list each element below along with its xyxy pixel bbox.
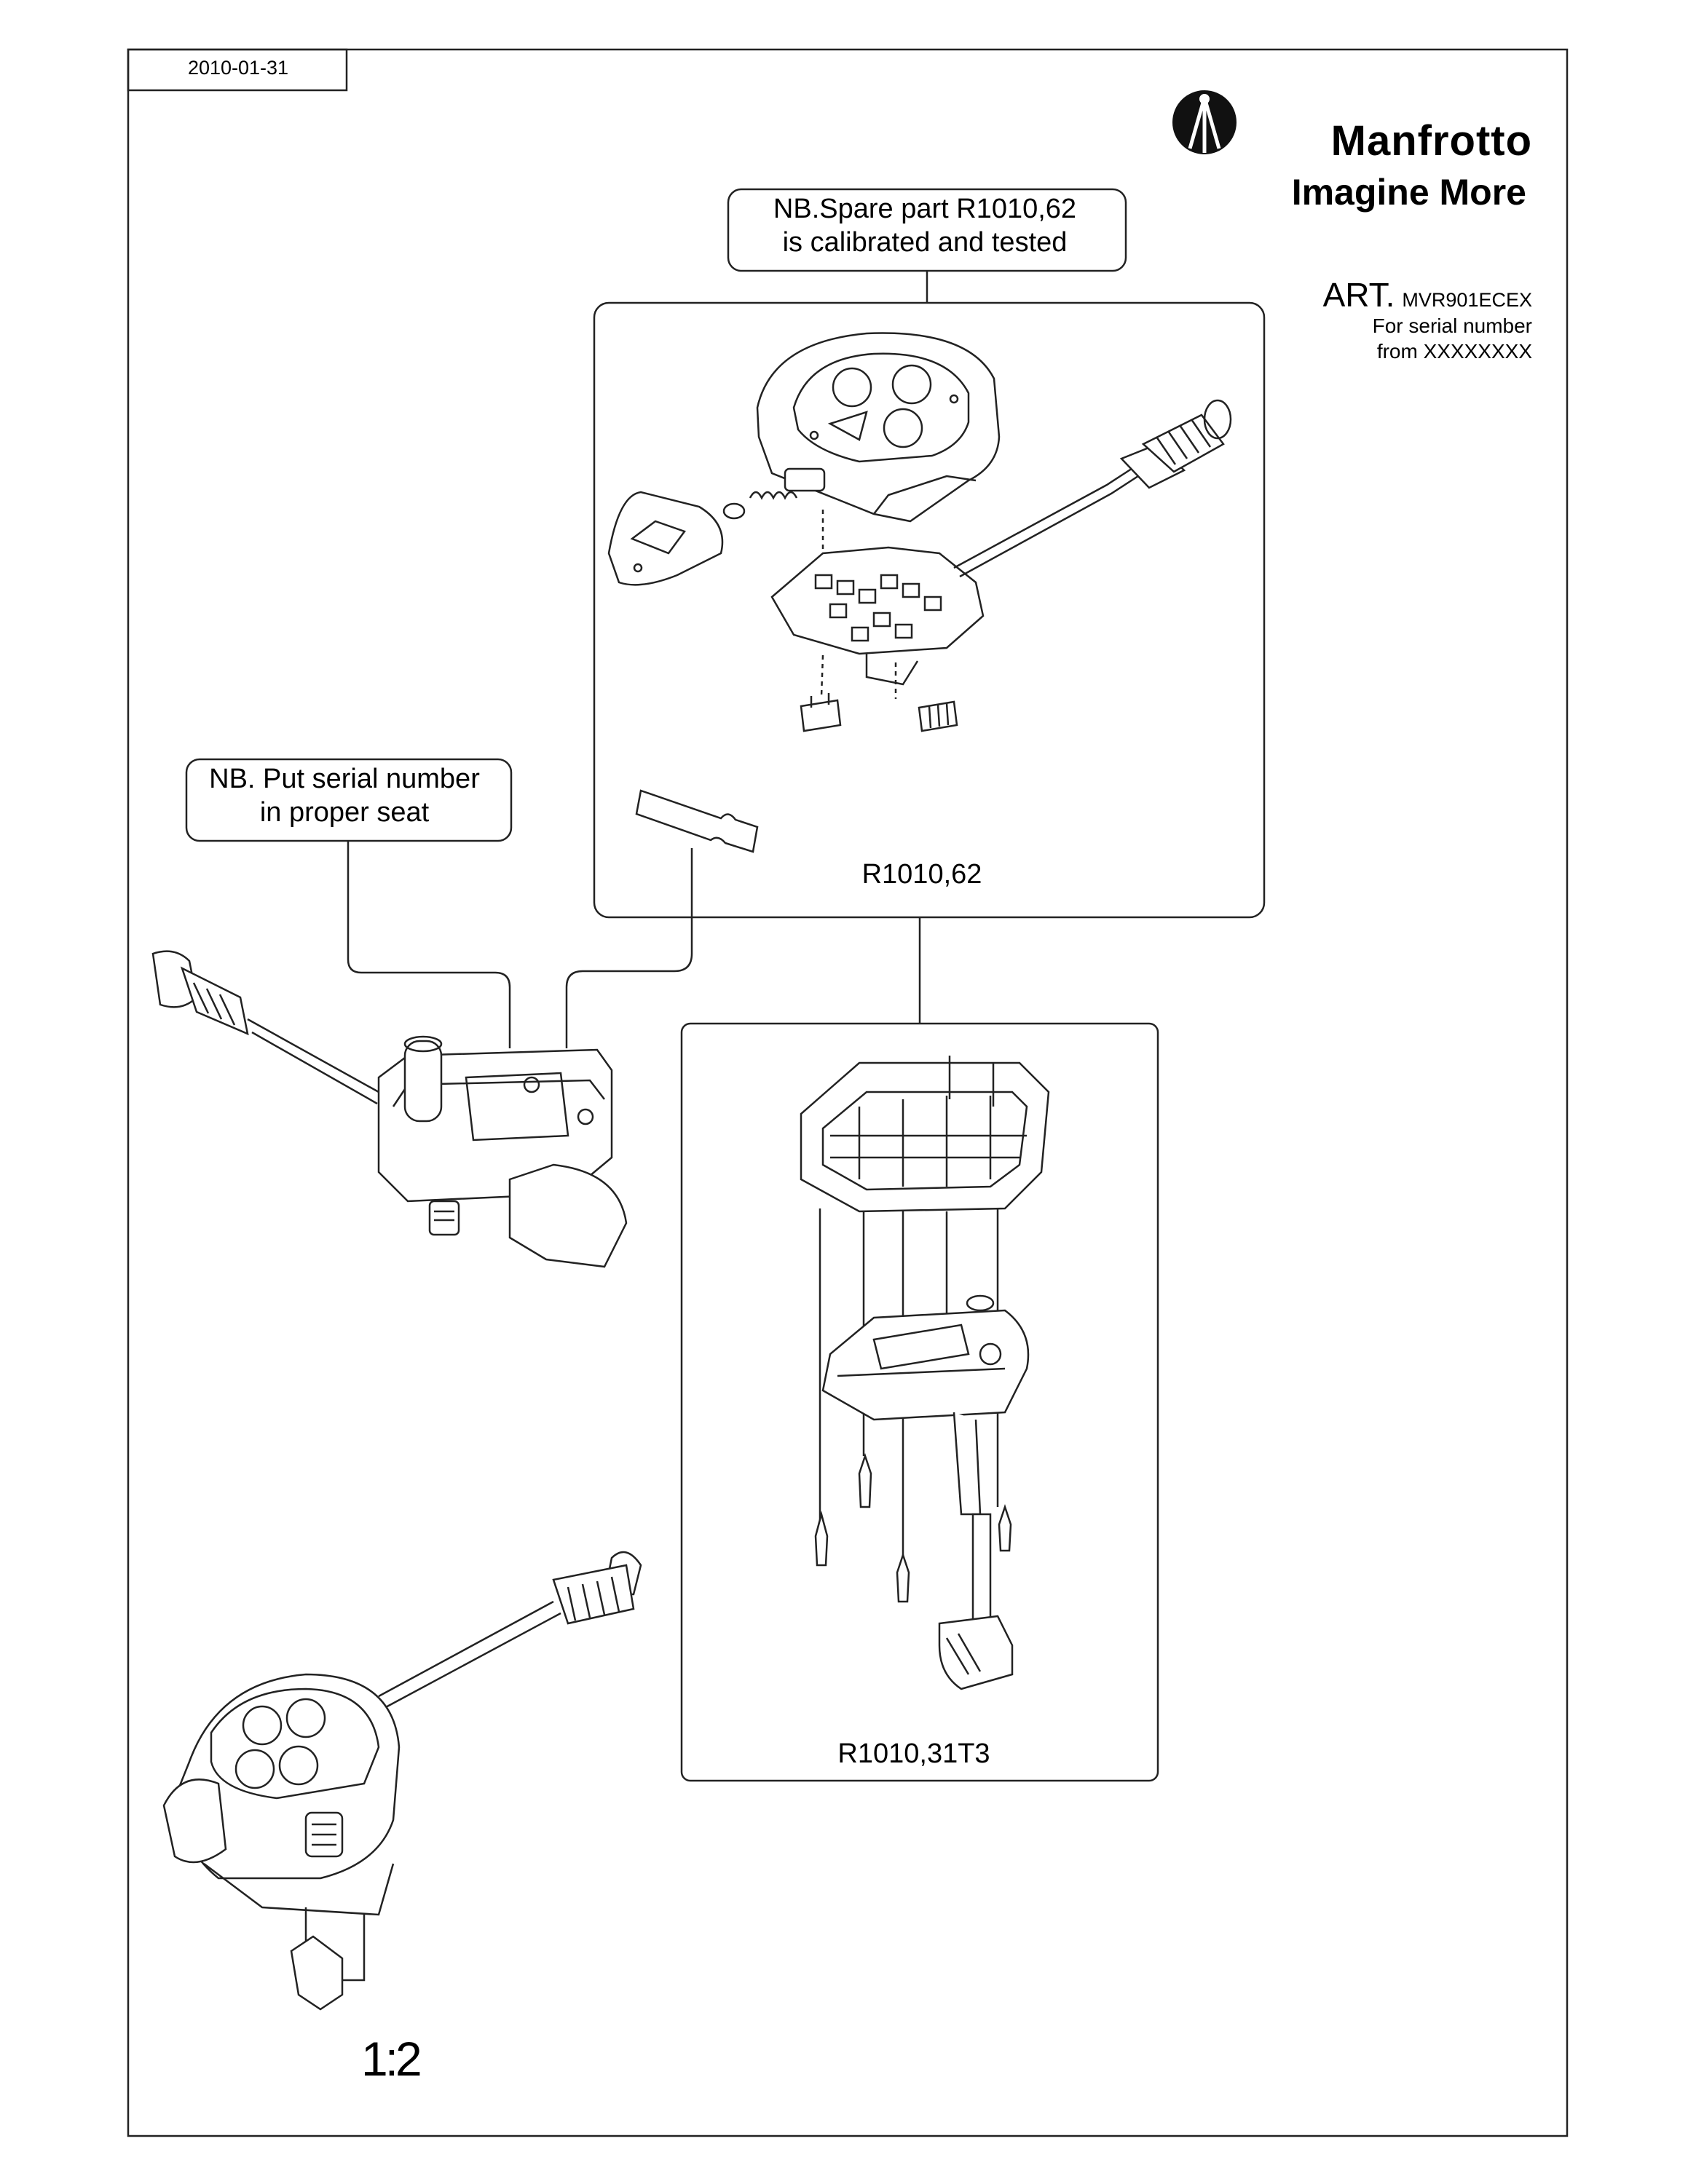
serial-seat-note-line-1: NB. Put serial number: [209, 764, 480, 794]
pcb-cable: [953, 399, 1232, 578]
brand-name: Manfrotto: [1330, 117, 1532, 165]
serial-seat-note: NB. Put serial number in proper seat: [188, 762, 501, 829]
side-paddle: [607, 491, 724, 586]
spare-part-note-line-2: is calibrated and tested: [782, 227, 1068, 258]
scale-label: 1:2: [361, 2032, 422, 2086]
date-box: [127, 48, 348, 92]
electronics-exploded-view: [607, 332, 1232, 853]
spare-part-note: NB.Spare part R1010,62 is calibrated and…: [728, 192, 1121, 259]
article-line: ART. MVR901ECEX: [1323, 275, 1532, 314]
spare-part-note-line-1: NB.Spare part R1010,62: [773, 194, 1077, 224]
manfrotto-tripod-logo: [1172, 90, 1237, 154]
serial-seat-note-line-2: in proper seat: [259, 797, 430, 828]
base-exploded-view: [800, 1056, 1050, 1690]
electronics-group-box: [593, 301, 1266, 919]
base-group-box: [680, 1022, 1159, 1782]
serial-note-line-1: For serial number: [1372, 314, 1532, 337]
serial-label-sticker: [635, 789, 759, 853]
mounted-controller-view: [151, 950, 628, 1268]
brand-tagline: Imagine More: [1291, 172, 1526, 213]
pcb-board: [770, 546, 985, 686]
switch-parts: [800, 510, 958, 732]
article-prefix: ART.: [1322, 276, 1395, 314]
serial-leader-right: [565, 848, 693, 1048]
part-label-base: R1010,31T3: [837, 1738, 990, 1769]
spring-and-pin: [722, 467, 826, 520]
assembled-controller-view: [162, 1551, 642, 2011]
part-label-electronics: R1010,62: [861, 859, 982, 890]
serial-note-line-2: from XXXXXXXX: [1376, 340, 1532, 363]
serial-leader-left: [347, 841, 511, 1048]
sheet-border: [127, 48, 1569, 2137]
date-label: 2010-01-31: [187, 57, 289, 79]
article-code: MVR901ECEX: [1402, 289, 1532, 311]
